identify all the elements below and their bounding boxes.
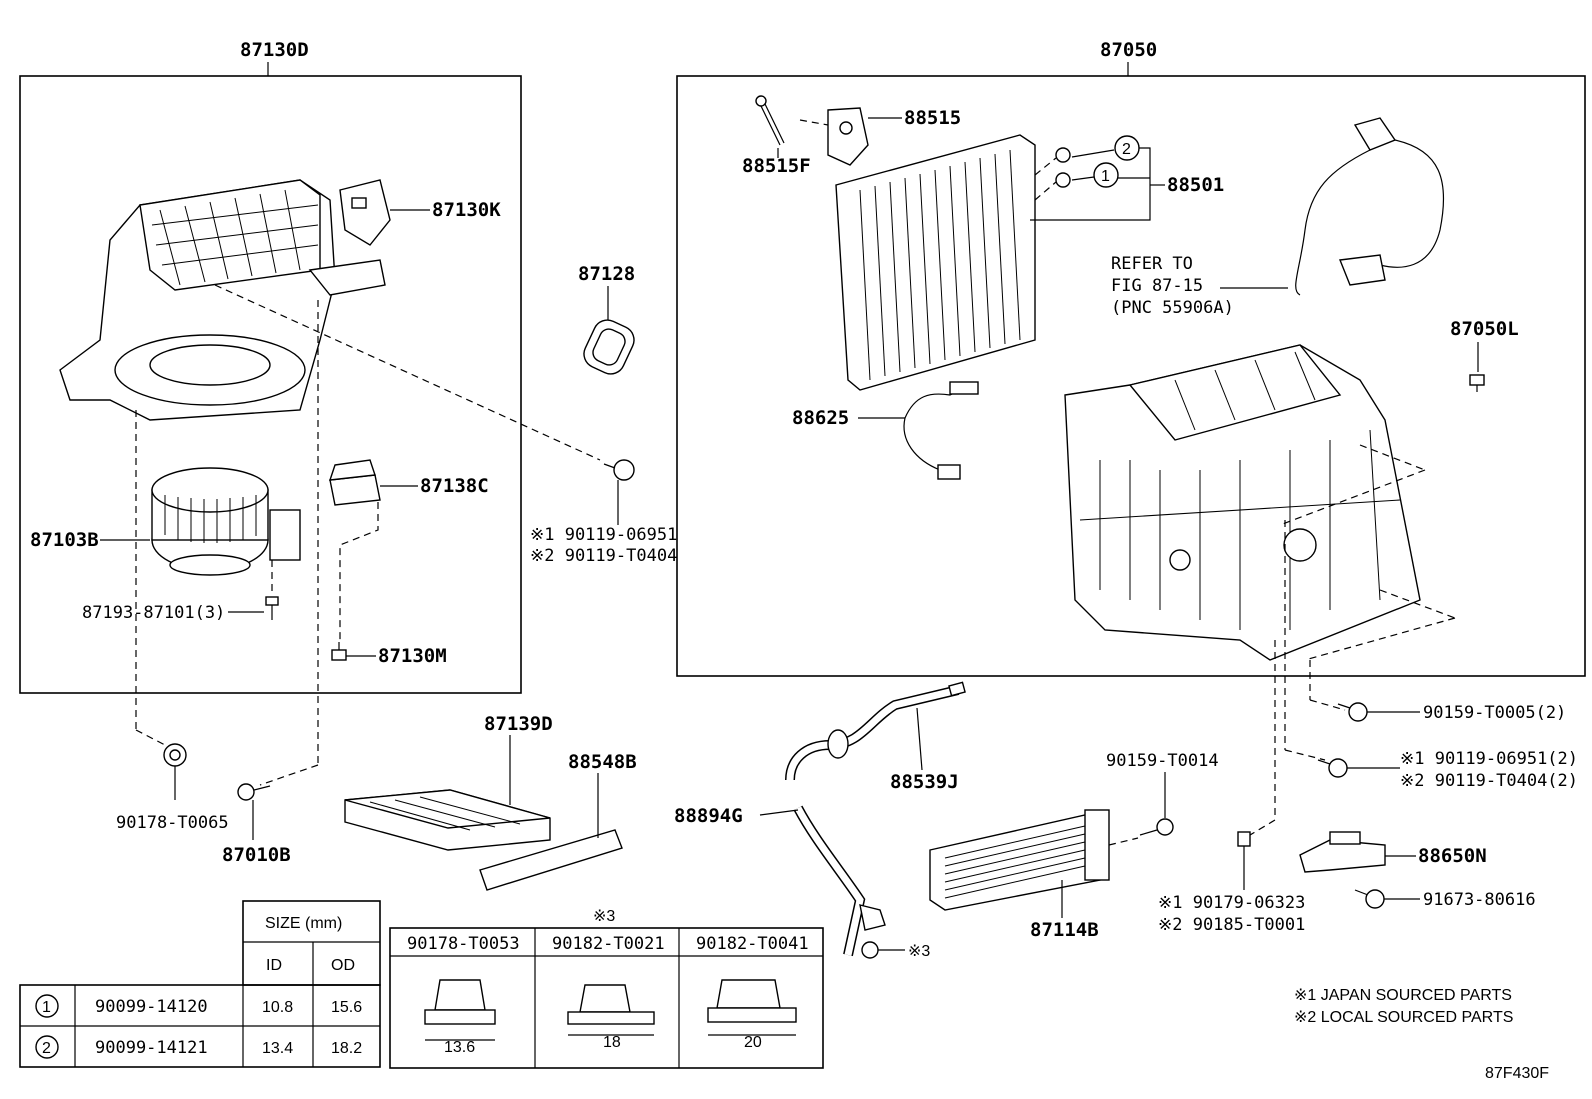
- refer-line-2: FIG 87-15: [1111, 276, 1203, 296]
- label-90119-06951: ※1 90119-06951: [530, 525, 677, 545]
- label-88515F: 88515F: [742, 155, 811, 177]
- label-90119-T0404-2: ※2 90119-T0404(2): [1400, 771, 1578, 791]
- label-90159-T0014: 90159-T0014: [1106, 751, 1219, 771]
- screw-87010B: [237, 783, 271, 801]
- nut-col1-part: 90178-T0053: [407, 934, 520, 954]
- label-90119-06951-2: ※1 90119-06951(2): [1400, 749, 1578, 769]
- label-87050: 87050: [1100, 39, 1157, 61]
- nut-table: ※3 90178-T0053 90182-T0021 90182-T0041 1…: [389, 908, 824, 1069]
- nut-col1-dim: 13.6: [444, 1039, 475, 1056]
- blower-housing: [59, 179, 386, 421]
- nut-col3-part: 90182-T0041: [696, 934, 809, 954]
- screw-91673: [1354, 889, 1385, 909]
- size-col-od: OD: [331, 957, 355, 974]
- label-88625: 88625: [792, 407, 849, 429]
- footnote-japan: ※1 JAPAN SOURCED PARTS: [1294, 987, 1512, 1004]
- label-87114B: 87114B: [1030, 919, 1099, 941]
- label-87128: 87128: [578, 263, 635, 285]
- label-87130D: 87130D: [240, 39, 309, 61]
- callout-1-text: 1: [1101, 168, 1110, 185]
- wire-harness-55906A: [1295, 117, 1445, 296]
- screw-90159-T0005: [1337, 702, 1368, 722]
- part-88515-expansion-valve: [827, 107, 869, 166]
- label-90178-T0065: 90178-T0065: [116, 813, 229, 833]
- screw-90119-center: [603, 459, 635, 481]
- nut-col2-dim: 18: [603, 1034, 621, 1051]
- part-88650N-amplifier: [1299, 831, 1386, 873]
- size-col-id: ID: [266, 957, 282, 974]
- screw-90159-T0014: [1139, 818, 1174, 836]
- label-90179: ※1 90179-06323: [1158, 893, 1305, 913]
- part-87128-gasket: [583, 319, 635, 375]
- label-87130M: 87130M: [378, 645, 447, 667]
- size-row2-id: 13.4: [262, 1040, 293, 1057]
- label-87139D: 87139D: [484, 713, 553, 735]
- label-87010B: 87010B: [222, 844, 291, 866]
- nut-col3-dim: 20: [744, 1034, 762, 1051]
- label-87193: 87193-87101(3): [82, 603, 225, 623]
- label-88539J: 88539J: [890, 771, 959, 793]
- label-90185: ※2 90185-T0001: [1158, 915, 1305, 935]
- figure-id: 87F430F: [1485, 1065, 1549, 1082]
- size-row1-no: 1: [42, 999, 51, 1016]
- size-row2-part: 90099-14121: [95, 1038, 208, 1058]
- nut-table-title: ※3: [593, 908, 615, 925]
- part-87103B-blower-motor: [151, 467, 301, 576]
- label-88515: 88515: [904, 107, 961, 129]
- label-91673: 91673-80616: [1423, 890, 1536, 910]
- size-table: SIZE (mm) ID OD 1 90099-14120 10.8 15.6 …: [19, 900, 381, 1068]
- part-88501-evaporator: [835, 134, 1036, 391]
- size-row1-od: 15.6: [331, 999, 362, 1016]
- heater-case: [1064, 344, 1421, 661]
- part-88625-sensor: [903, 381, 979, 480]
- label-87138C: 87138C: [420, 475, 489, 497]
- nut-90178-T0065: [163, 743, 187, 767]
- screw-87050L: [1469, 374, 1485, 392]
- size-row2-od: 18.2: [331, 1040, 362, 1057]
- nut-note3: [861, 941, 879, 959]
- callout-2-text: 2: [1122, 141, 1131, 158]
- o-ring-1: [1055, 172, 1071, 188]
- refer-line-1: REFER TO: [1111, 254, 1193, 274]
- size-row1-part: 90099-14120: [95, 997, 208, 1017]
- clip-90179: [1237, 831, 1251, 847]
- size-header: SIZE (mm): [265, 915, 342, 932]
- label-88650N: 88650N: [1418, 845, 1487, 867]
- nut-col2-part: 90182-T0021: [552, 934, 665, 954]
- label-90159-T0005: 90159-T0005(2): [1423, 703, 1566, 723]
- label-87130K: 87130K: [432, 199, 501, 221]
- screw-87193: [265, 560, 279, 620]
- label-88548B: 88548B: [568, 751, 637, 773]
- refer-line-3: (PNC 55906A): [1111, 298, 1234, 318]
- bolt-88515F: [755, 95, 785, 146]
- o-ring-2: [1055, 147, 1071, 163]
- callout-circle-1: [1093, 162, 1119, 188]
- part-87130K-resistor: [339, 179, 391, 246]
- label-note3-nut: ※3: [908, 943, 930, 960]
- part-87139D-filter: [344, 789, 551, 851]
- label-87050L: 87050L: [1450, 318, 1519, 340]
- part-88548B-rail: [479, 829, 623, 891]
- screw-87130M: [331, 642, 347, 661]
- part-88539J-pipe: [785, 681, 966, 781]
- footnote-local: ※2 LOCAL SOURCED PARTS: [1294, 1009, 1513, 1026]
- size-row2-no: 2: [42, 1040, 51, 1057]
- part-88894G-hose: [793, 805, 886, 957]
- heater-unit-box: [676, 75, 1586, 677]
- label-88501: 88501: [1167, 174, 1224, 196]
- label-87103B: 87103B: [30, 529, 99, 551]
- blower-assembly-box: [19, 75, 522, 694]
- part-87138C-relay: [328, 459, 381, 506]
- label-90119-T0404: ※2 90119-T0404: [530, 546, 677, 566]
- label-88894G: 88894G: [674, 805, 743, 827]
- size-row1-id: 10.8: [262, 999, 293, 1016]
- screw-90119-right: [1317, 758, 1348, 778]
- part-87114B-heater-core: [929, 809, 1110, 911]
